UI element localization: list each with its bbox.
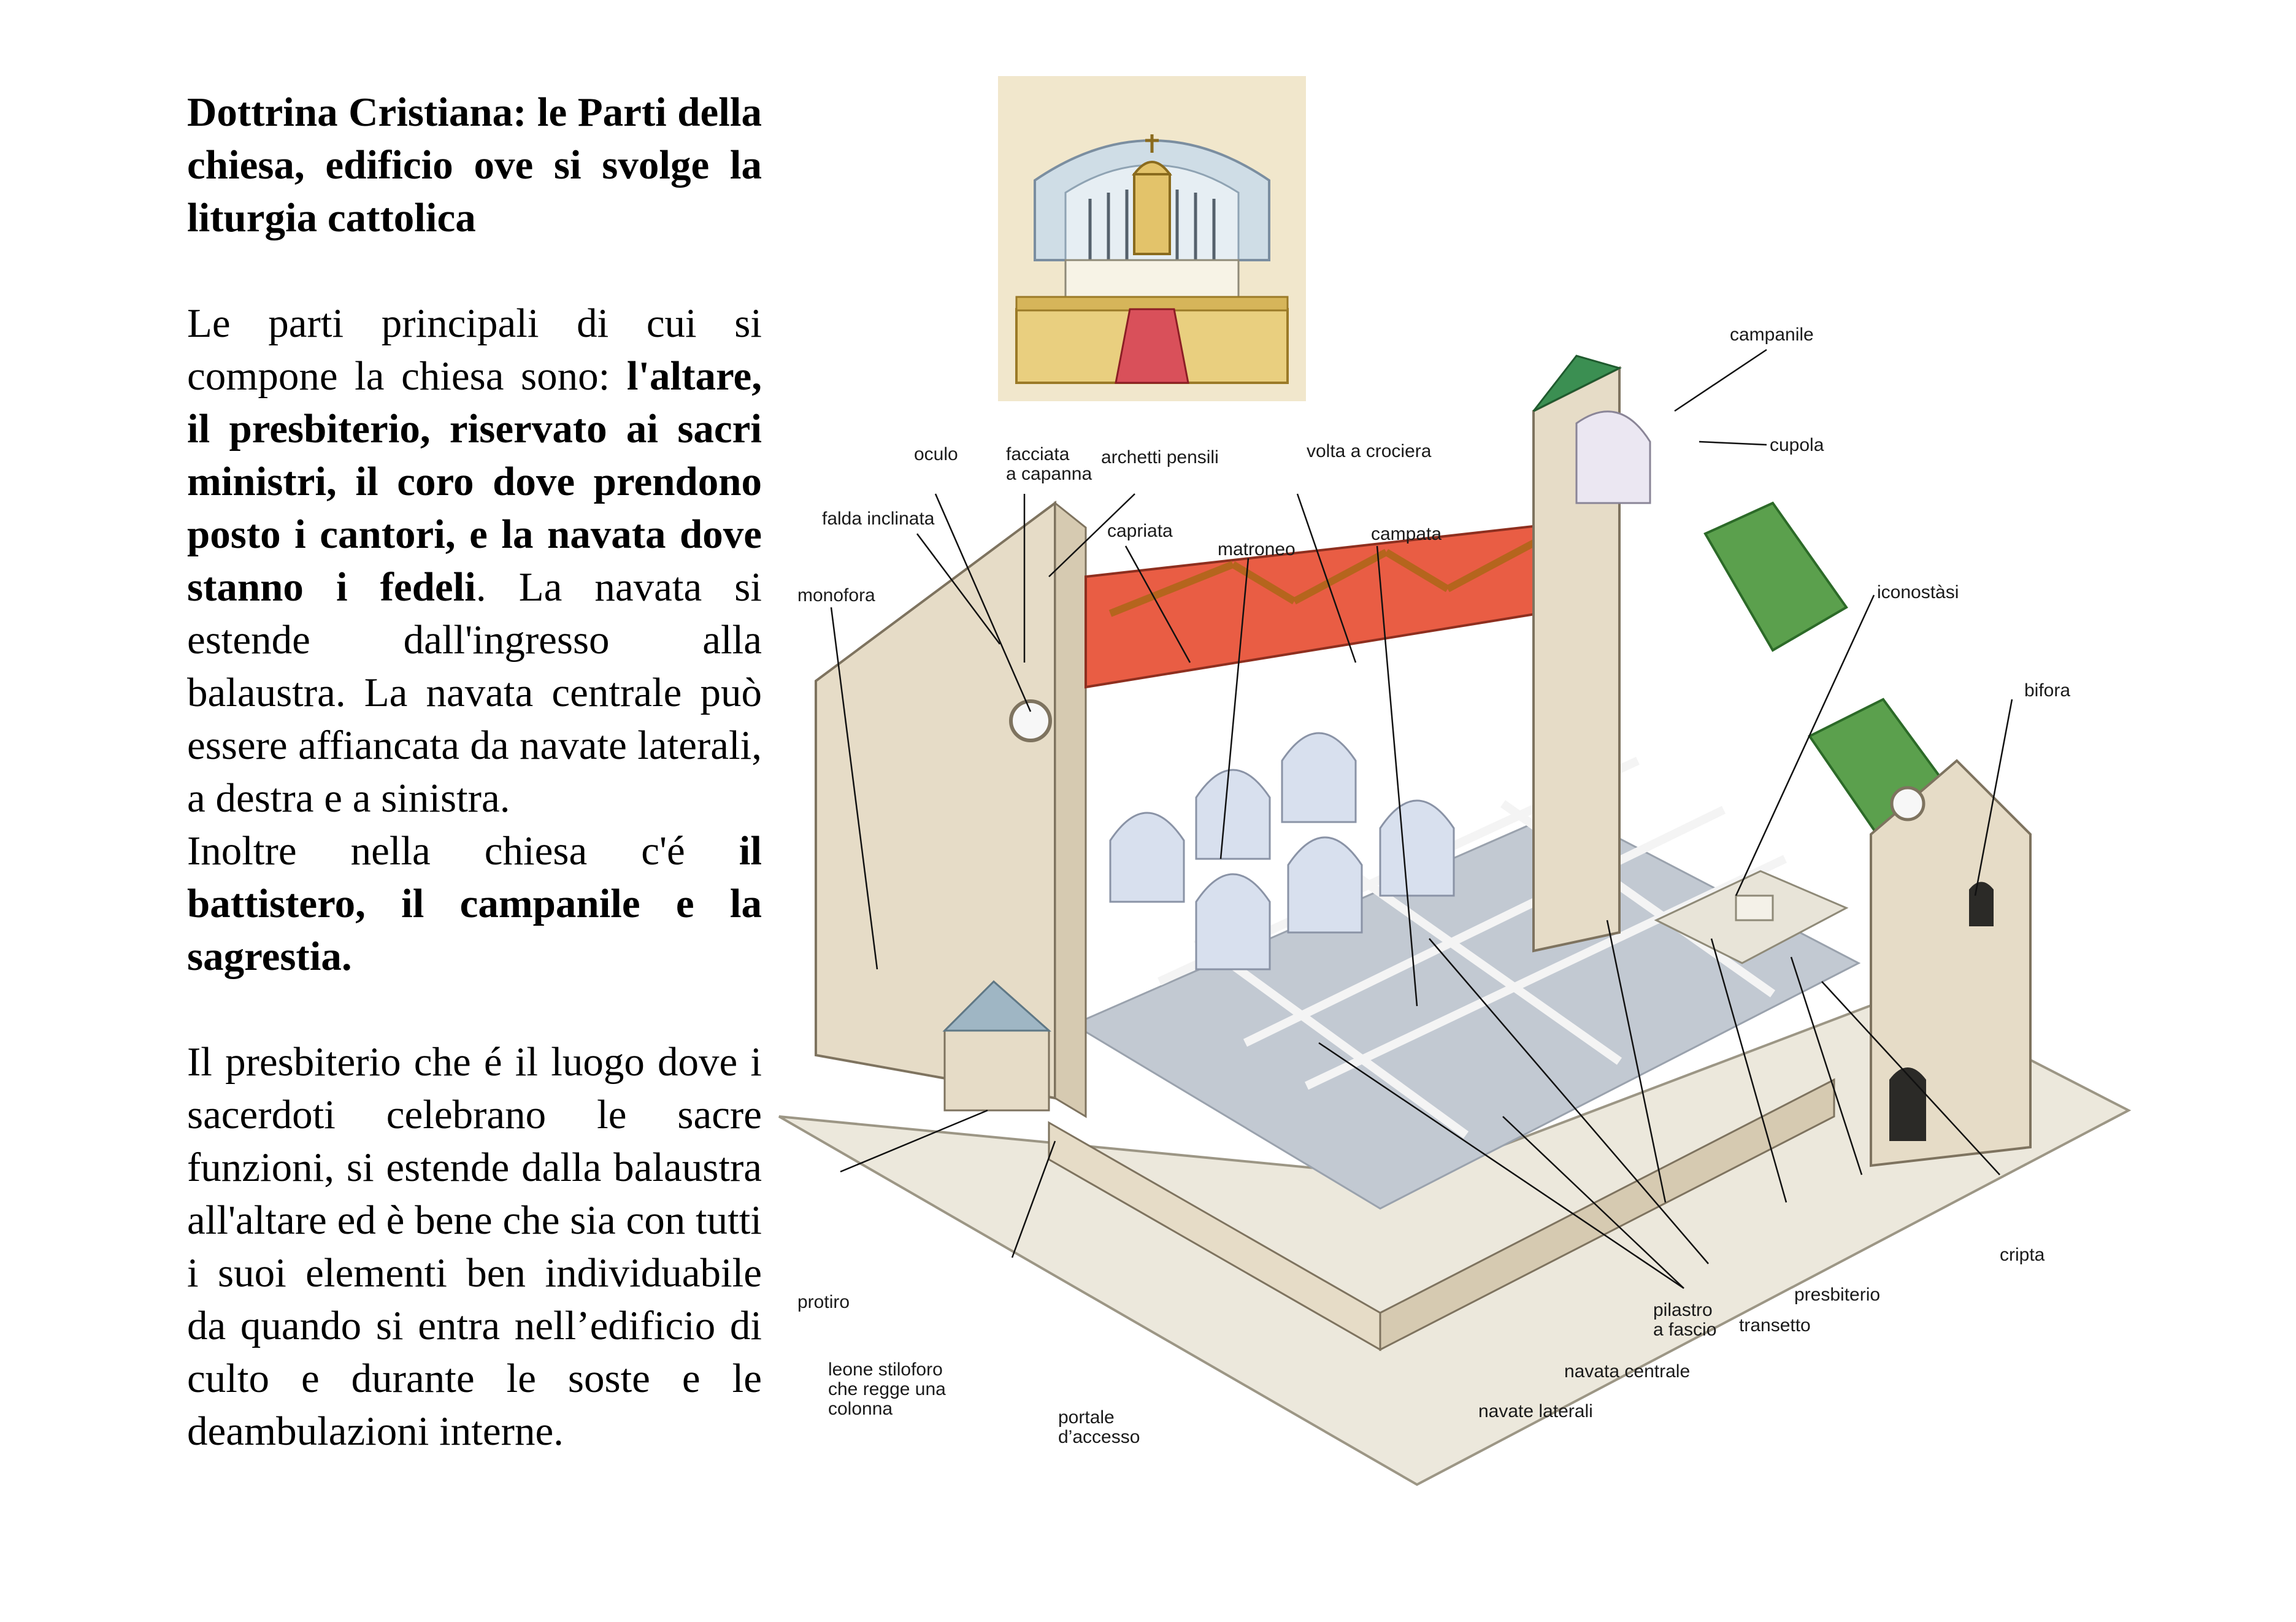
leader-lines: [830, 348, 2013, 1290]
paragraph-gap: [187, 983, 762, 1036]
bell-tower-roof: [1532, 355, 1622, 412]
label-falda: falda inclinata: [822, 509, 935, 529]
p2-bold: il battistero, il campanile e la sagrest…: [187, 828, 762, 979]
bifora-window: [1969, 882, 1994, 926]
label-leone-1: leone stiloforo: [828, 1359, 943, 1380]
text-column: Dottrina Cristiana: le Parti della chies…: [187, 86, 762, 1458]
label-campata: campata: [1371, 524, 1442, 544]
label-capriata: capriata: [1107, 521, 1173, 541]
altar-drawing: [998, 76, 1306, 401]
label-cupola: cupola: [1770, 435, 1824, 455]
paragraph-presbiterio: Il presbiterio che é il luogo dove i sac…: [187, 1039, 762, 1454]
label-volta: volta a crociera: [1307, 441, 1432, 461]
label-protiro: protiro: [797, 1292, 850, 1312]
protiro-roof: [942, 980, 1051, 1032]
label-matroneo: matroneo: [1218, 539, 1296, 559]
label-oculo: oculo: [914, 444, 958, 464]
label-presbiterio: presbiterio: [1794, 1285, 1880, 1305]
label-portale-1: portale: [1058, 1407, 1115, 1428]
label-transetto: transetto: [1739, 1315, 1811, 1336]
paragraph-parts: Le parti principali di cui si compone la…: [187, 297, 762, 824]
label-facciata-1: facciata: [1006, 444, 1070, 464]
label-archetti: archetti pensili: [1101, 447, 1219, 467]
right-portal: [1889, 1067, 1926, 1141]
paragraph-other-parts: Inoltre nella chiesa c'é il battistero, …: [187, 824, 762, 983]
label-navate-laterali: navate laterali: [1478, 1401, 1593, 1421]
vault-ceiling: [1085, 520, 1578, 689]
right-facade: [1870, 759, 2032, 1167]
label-leone-3: colonna: [828, 1399, 893, 1419]
p1-text-b: . La navata si estende dall'ingresso all…: [187, 564, 762, 821]
label-campanile: campanile: [1730, 325, 1814, 345]
facade-side: [1054, 501, 1087, 1118]
label-iconostasi: iconostàsi: [1877, 582, 1959, 602]
label-leone-2: che regge una: [828, 1379, 946, 1399]
main-altar: [1735, 894, 1774, 921]
roof-trusses: [1108, 536, 1542, 617]
p2-text-a: Inoltre nella chiesa c'é: [187, 828, 739, 874]
label-monofora: monofora: [797, 585, 875, 605]
label-facciata-2: a capanna: [1006, 464, 1092, 484]
label-cripta: cripta: [2000, 1245, 2045, 1265]
arcades: [1109, 732, 1455, 971]
transept-roof: [1703, 501, 1848, 652]
altar-illustration: [998, 76, 1306, 401]
label-bifora: bifora: [2024, 680, 2070, 701]
p1-text-a: Le parti principali di cui si compone la…: [187, 301, 762, 399]
right-oculus: [1890, 786, 1925, 821]
church-diagram: campanile cupola oculo facciata a capann…: [778, 325, 2132, 1486]
oculus-window: [1009, 699, 1052, 742]
label-pilastro-1: pilastro: [1653, 1300, 1713, 1320]
cupola: [1575, 410, 1651, 504]
p1-bold: l'altare, il presbiterio, riservato ai s…: [187, 353, 762, 610]
label-navata-centrale: navata centrale: [1564, 1361, 1690, 1382]
label-portale-2: d’accesso: [1058, 1427, 1140, 1447]
label-pilastro-2: a fascio: [1653, 1320, 1716, 1340]
document-title: Dottrina Cristiana: le Parti della chies…: [187, 90, 762, 240]
